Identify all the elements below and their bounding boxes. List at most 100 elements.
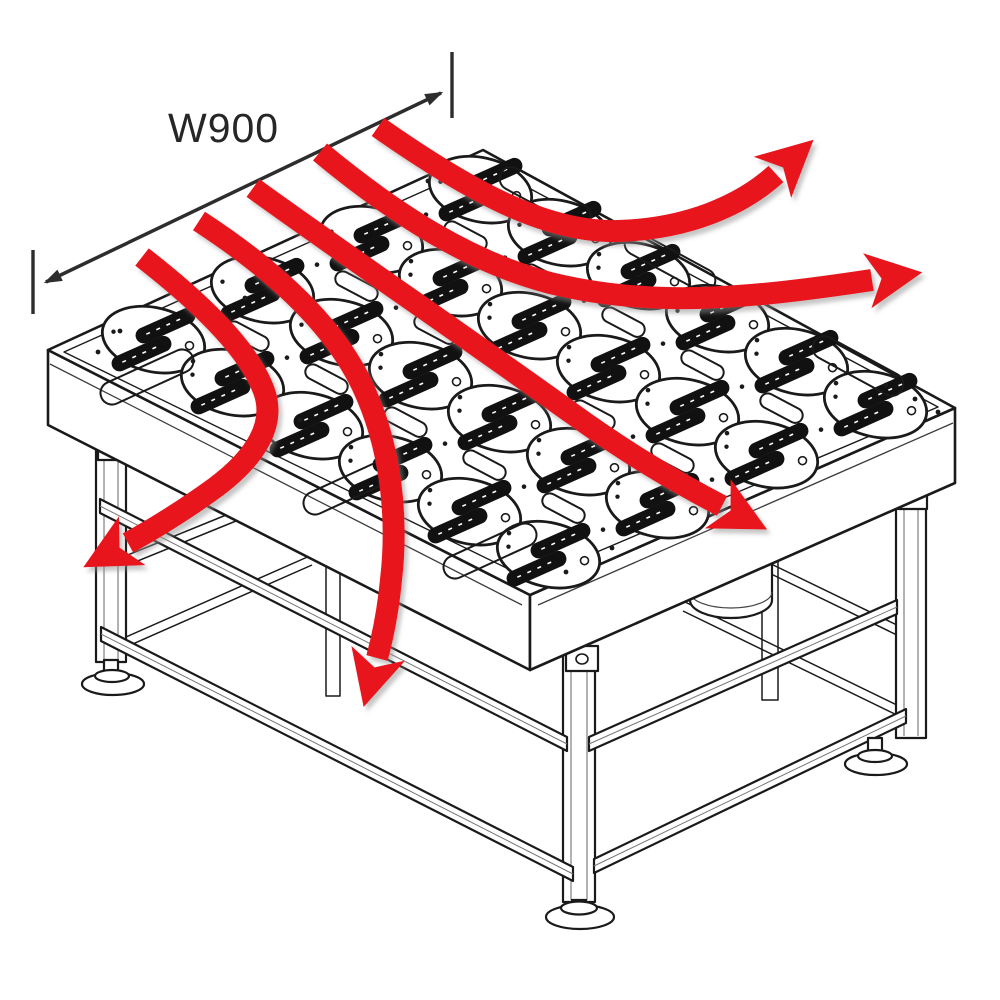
deck-screw-dot — [609, 545, 615, 551]
leveling-foot — [544, 898, 616, 931]
frame-rail — [99, 625, 575, 883]
fan-blade-highlight — [388, 380, 429, 399]
fan-unit — [495, 519, 602, 590]
deck-screw-dot — [95, 349, 101, 355]
fan-hub-hole — [184, 340, 195, 351]
fan-hub-hole — [906, 405, 917, 416]
fan-hub-hole — [481, 283, 492, 294]
fan-blade-bar — [487, 321, 548, 358]
fan-screw-dot — [596, 265, 601, 270]
fan-hub-hole — [797, 455, 808, 466]
table-frame — [80, 438, 929, 931]
fan-blade-highlight — [382, 445, 423, 464]
fan-blade-highlight — [606, 280, 647, 299]
fan-blade-bar — [748, 422, 809, 459]
fan-unit — [476, 290, 583, 361]
deck-screw-dot — [536, 437, 542, 443]
fan-screw-dot — [833, 394, 838, 399]
fan-blade-bar — [269, 421, 330, 458]
fan-screw-dot — [506, 544, 511, 549]
deck-screw-dot — [935, 409, 941, 415]
flow-arrow-exit-top-right — [371, 117, 814, 243]
fan-hub-hole — [500, 512, 511, 523]
deck-screw-dot — [660, 341, 666, 346]
fan-blade-bar — [511, 293, 572, 330]
fan-blade-bar — [675, 314, 736, 351]
deck-screw-dot — [314, 262, 320, 267]
fan-blade-highlight — [279, 430, 320, 449]
fan-blade-highlight — [625, 509, 666, 528]
deck-screw-dot — [630, 434, 636, 439]
fan-blade-highlight — [303, 402, 344, 421]
fan-hub-hole — [748, 319, 759, 330]
fan-blade-bar — [220, 285, 281, 322]
fan-screw-dot — [111, 329, 116, 334]
fan-unit — [446, 383, 553, 454]
deck-screw-dot — [724, 430, 730, 436]
fan-hub-hole — [718, 412, 729, 423]
vent-slot — [541, 492, 586, 524]
fan-blade-bar — [536, 457, 597, 494]
fan-screw-dot — [517, 222, 522, 227]
vent-slot — [759, 392, 804, 424]
vent-slot — [680, 349, 725, 381]
fan-screw-dot — [645, 401, 650, 406]
fan-hub-hole — [688, 505, 699, 516]
fan-hub-hole — [342, 426, 353, 437]
deck-screw-dot — [912, 396, 918, 402]
deck-screw-dot — [425, 178, 431, 184]
fan-blade-highlight — [600, 345, 641, 364]
vent-slot — [601, 306, 646, 338]
deck-screw-dot — [506, 530, 512, 536]
fan-blade-bar — [669, 379, 730, 416]
fan-screw-dot — [378, 365, 383, 370]
fan-unit — [100, 304, 207, 375]
fan-blade-highlight — [734, 459, 775, 478]
deck-edge-slot — [442, 522, 538, 580]
deck-screw-dot — [521, 484, 527, 489]
fan-unit — [822, 369, 929, 440]
deck-screw-dot — [818, 427, 824, 432]
fan-screw-dot — [299, 322, 304, 327]
fan-blade-bar — [111, 335, 172, 372]
fan-blade-highlight — [472, 166, 513, 185]
vent-slot — [462, 449, 507, 481]
fan-blade-bar — [566, 364, 627, 401]
far-rail — [766, 561, 900, 637]
fan-unit — [367, 340, 474, 411]
dimension-annotation: W900 — [31, 52, 454, 314]
fan-screw-dot — [615, 494, 620, 499]
dimension-label: W900 — [168, 105, 279, 151]
fan-hub-hole — [402, 240, 413, 251]
fan-blade-highlight — [685, 323, 726, 342]
deck-screw-dot — [297, 417, 303, 423]
deck-screw-dot — [284, 355, 290, 360]
dimension-line — [43, 91, 444, 284]
fan-screw-dot — [487, 315, 492, 320]
fan-hub-hole — [372, 333, 383, 344]
fan-screw-dot — [566, 358, 571, 363]
fan-blade-highlight — [546, 466, 587, 485]
fan-blade-highlight — [333, 309, 374, 328]
deck-screw-dot — [615, 480, 621, 486]
fan-blade-bar — [427, 507, 488, 544]
fan-blade-bar — [506, 550, 567, 587]
fan-blade-highlight — [788, 338, 829, 357]
deck-screw-dot — [563, 569, 569, 575]
fan-blade-bar — [135, 307, 196, 344]
deck-screw-dot — [117, 328, 123, 334]
deck-screw-dot — [457, 394, 463, 400]
frame-rails — [98, 497, 908, 883]
flow-arrow-across-deck — [246, 179, 768, 530]
fan-blade-bar — [378, 371, 439, 408]
fan-blade-highlight — [461, 488, 502, 507]
deck-screw-dot — [645, 387, 651, 393]
deck-screw-dot — [242, 295, 248, 301]
fan-blade-highlight — [540, 531, 581, 550]
fan-blade-highlight — [758, 431, 799, 450]
fan-blade-bar — [615, 500, 676, 537]
leveling-foot — [843, 736, 909, 777]
fan-screw-dot — [457, 408, 462, 413]
fan-blade-bar — [457, 414, 518, 451]
deck-edge-slot — [811, 335, 905, 397]
